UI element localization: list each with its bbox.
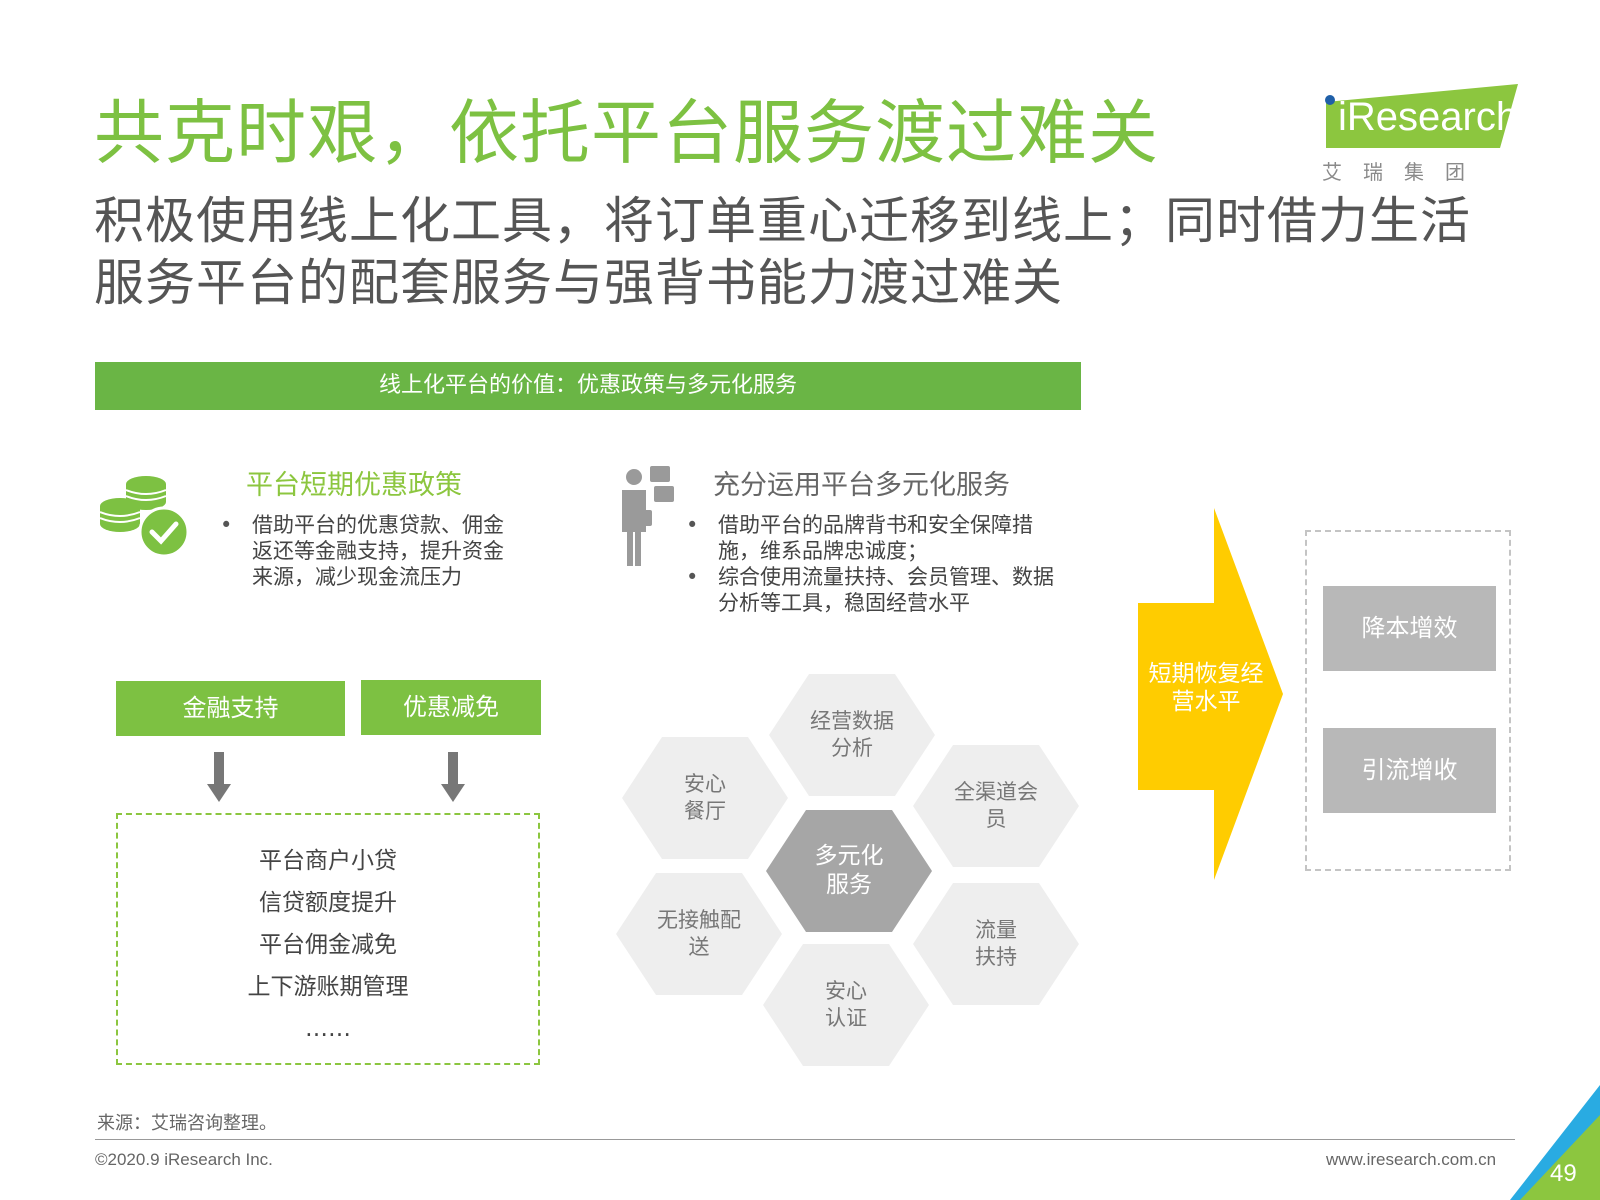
financial-measures-box <box>116 813 540 1065</box>
list-item: 平台佣金减免 <box>259 932 397 958</box>
list-item: 平台商户小贷 <box>259 848 397 874</box>
discount-relief-button: 优惠减免 <box>361 680 541 735</box>
hex-traffic-support: 流量扶持 <box>913 883 1079 1005</box>
source-note: 来源：艾瑞咨询整理。 <box>97 1113 277 1134</box>
middle-bullet-item: 借助平台的品牌背书和安全保障措施，维系品牌忠诚度； <box>686 512 1058 564</box>
hex-safety-certification: 安心认证 <box>763 944 929 1066</box>
page-number: 49 <box>1550 1160 1577 1187</box>
left-bullet-item: 借助平台的优惠贷款、佣金返还等金融支持，提升资金来源，减少现金流压力 <box>220 512 505 590</box>
page-subtitle: 积极使用线上化工具，将订单重心迁移到线上；同时借力生活服务平台的配套服务与强背书… <box>94 192 1471 312</box>
list-item: 上下游账期管理 <box>247 974 409 1000</box>
middle-bullet-list: 借助平台的品牌背书和安全保障措施，维系品牌忠诚度； 综合使用流量扶持、会员管理、… <box>686 512 1058 616</box>
website-link[interactable]: www.iresearch.com.cn <box>1326 1150 1497 1169</box>
left-bullet-list: 借助平台的优惠贷款、佣金返还等金融支持，提升资金来源，减少现金流压力 <box>220 512 505 590</box>
financial-support-button: 金融支持 <box>116 681 345 736</box>
section-banner: 线上化平台的价值：优惠政策与多元化服务 <box>95 362 1081 410</box>
coins-check-icon <box>100 476 190 558</box>
middle-section-title: 充分运用平台多元化服务 <box>713 470 1010 501</box>
hex-contactless-delivery: 无接触配送 <box>616 873 782 995</box>
left-section-title: 平台短期优惠政策 <box>246 470 462 501</box>
recovery-arrow-shape <box>1138 508 1283 880</box>
hex-data-analysis: 经营数据分析 <box>769 674 935 796</box>
down-arrow-icon <box>207 752 231 802</box>
list-item: 信贷额度提升 <box>259 890 397 916</box>
outcome-traffic-revenue: 引流增收 <box>1323 728 1496 813</box>
corner-decoration <box>1510 1085 1600 1200</box>
person-with-chat-icon <box>622 466 674 566</box>
hex-safe-restaurant: 安心餐厅 <box>622 737 788 859</box>
list-item: …… <box>305 1016 351 1042</box>
logo-sub-text: 艾瑞集团 <box>1322 160 1486 184</box>
outcome-cost-efficiency: 降本增效 <box>1323 586 1496 671</box>
down-arrow-icon <box>441 752 465 802</box>
copyright-text: ©2020.9 iResearch Inc. <box>95 1150 273 1169</box>
footer-divider <box>95 1139 1515 1140</box>
financial-measures-list: 平台商户小贷 信贷额度提升 平台佣金减免 上下游账期管理 …… <box>116 840 540 1050</box>
hex-omnichannel-member: 全渠道会员 <box>913 745 1079 867</box>
iresearch-logo <box>1325 84 1518 148</box>
page-title: 共克时艰，依托平台服务渡过难关 <box>94 92 1159 174</box>
middle-bullet-item: 综合使用流量扶持、会员管理、数据分析等工具，稳固经营水平 <box>686 564 1058 616</box>
logo-brand-text: iResearch <box>1338 95 1519 139</box>
recovery-arrow-label: 短期恢复经营水平 <box>1148 661 1264 715</box>
outcomes-box <box>1305 530 1511 871</box>
hex-diversified-services: 多元化服务 <box>766 810 932 932</box>
